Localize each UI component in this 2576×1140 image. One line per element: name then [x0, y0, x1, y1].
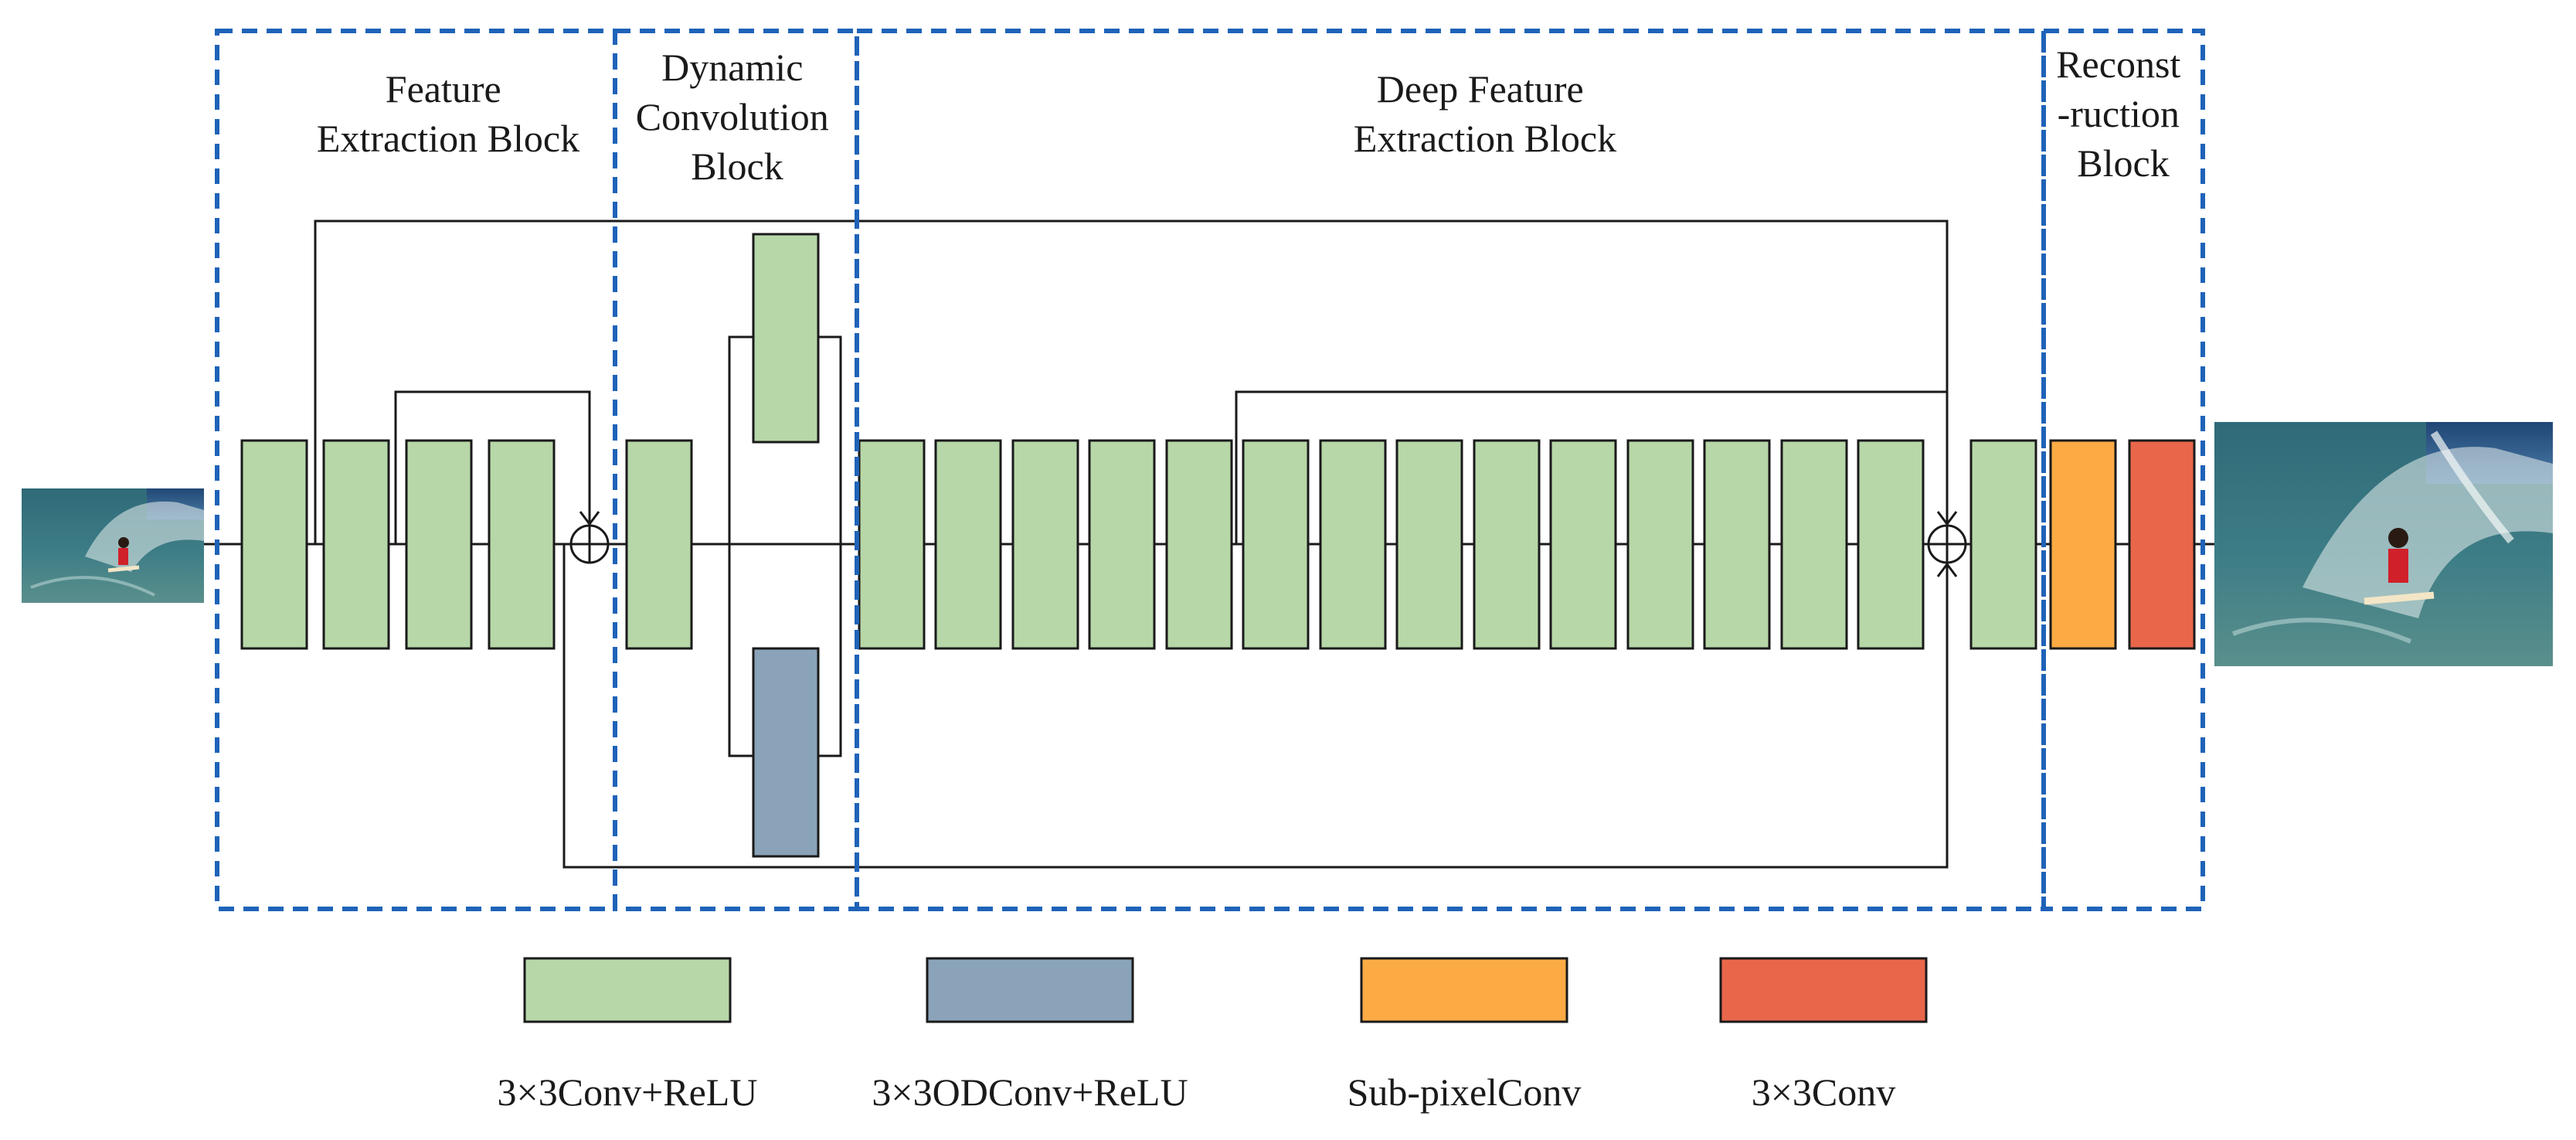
deep-feature-layers	[858, 439, 2037, 650]
legend-swatch-subpixel-conv	[1360, 957, 1568, 1023]
conv-relu-layer	[1088, 439, 1156, 650]
legend-label-subpixel-conv: Sub-pixelConv	[1347, 1070, 1582, 1114]
feature-extraction-layers	[240, 439, 556, 650]
conv-relu-layer	[934, 439, 1002, 650]
conv-relu-layer	[1549, 439, 1617, 650]
conv-relu-layer	[858, 439, 926, 650]
feature-skip-connection	[394, 390, 591, 544]
sum-node-deep	[1927, 511, 1967, 577]
conv-relu-layer	[625, 439, 693, 650]
conv-relu-layer	[1857, 439, 1925, 650]
dynamic-convolution-title: Dynamic Convolution Block	[636, 46, 839, 188]
feature-extraction-title: Feature Extraction Block	[317, 67, 579, 160]
legend-label-conv-relu: 3×3Conv+ReLU	[498, 1070, 758, 1114]
dynamic-convolution-layers	[625, 233, 820, 858]
reconstruction-block-outline	[2041, 29, 2205, 911]
block-outlines	[215, 29, 2205, 911]
subpixel-conv-layer	[2049, 439, 2117, 650]
global-skip-connection	[314, 219, 1949, 544]
input-image	[22, 488, 204, 603]
legend-item-subpixel-conv: Sub-pixelConv	[1347, 957, 1582, 1114]
conv-relu-layer	[488, 439, 556, 650]
legend-item-conv: 3×3Conv	[1719, 957, 1928, 1114]
legend-item-odconv-relu: 3×3ODConv+ReLU	[872, 957, 1188, 1114]
odconv-relu-layer	[752, 647, 820, 858]
legend-item-conv-relu: 3×3Conv+ReLU	[498, 957, 758, 1114]
conv-relu-layer	[752, 233, 820, 444]
bottom-skip-connection	[562, 544, 1949, 869]
conv-layer	[2128, 439, 2196, 650]
dynamic-branch-lines	[728, 335, 842, 757]
conv-relu-layer	[1780, 439, 1848, 650]
conv-relu-layer	[405, 439, 473, 650]
conv-relu-layer	[322, 439, 390, 650]
legend-label-odconv-relu: 3×3ODConv+ReLU	[872, 1070, 1188, 1114]
conv-relu-layer	[1703, 439, 1771, 650]
sum-node-feature	[569, 511, 610, 564]
conv-relu-layer	[1011, 439, 1079, 650]
conv-relu-layer	[1969, 439, 2037, 650]
conv-relu-layer	[1473, 439, 1541, 650]
reconstruction-title: Reconst -ruction Block	[2056, 43, 2190, 185]
deep-feature-extraction-block-outline	[855, 29, 2046, 911]
conv-relu-layer	[1626, 439, 1694, 650]
deep-skip-connection	[1235, 390, 1947, 544]
reconstruction-layers	[2049, 439, 2196, 650]
feature-extraction-block-outline	[215, 29, 617, 911]
legend-swatch-odconv-relu	[926, 957, 1134, 1023]
conv-relu-layer	[1165, 439, 1233, 650]
conv-relu-layer	[1242, 439, 1310, 650]
output-image	[2214, 422, 2553, 666]
legend-swatch-conv-relu	[523, 957, 732, 1023]
deep-feature-extraction-title: Deep Feature Extraction Block	[1354, 67, 1616, 160]
conv-relu-layer	[1319, 439, 1387, 650]
legend: 3×3Conv+ReLU 3×3ODConv+ReLU Sub-pixelCon…	[498, 957, 1928, 1114]
legend-swatch-conv	[1719, 957, 1928, 1023]
conv-relu-layer	[240, 439, 308, 650]
conv-relu-layer	[1395, 439, 1463, 650]
legend-label-conv: 3×3Conv	[1752, 1070, 1896, 1114]
